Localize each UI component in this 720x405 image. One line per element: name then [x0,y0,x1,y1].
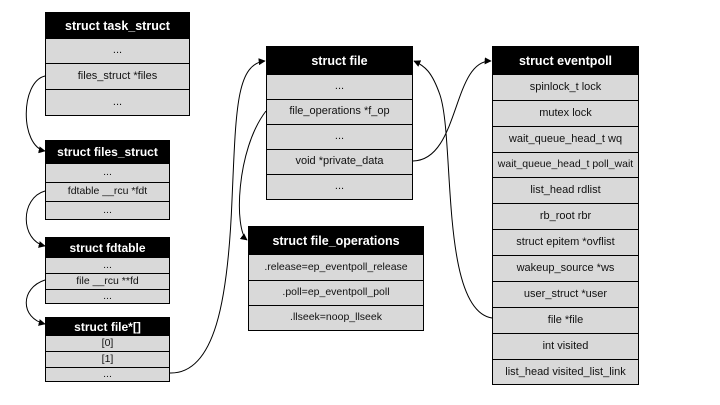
eventpoll-file-row: file *file [493,307,638,333]
file-fop-row: file_operations *f_op [267,99,412,124]
eventpoll-row: wakeup_source *ws [493,255,638,281]
eventpoll-row: wait_queue_head_t poll_wait [493,152,638,177]
file-array-row: ... [46,367,169,381]
eventpoll-row: list_head visited_list_link [493,359,638,385]
file-private-data-row: void *private_data [267,149,412,174]
fdtable-row: ... [46,257,169,273]
task-struct-box: struct task_struct ... files_struct *fil… [45,12,190,116]
file-box: struct file ... file_operations *f_op ..… [266,46,413,200]
eventpoll-title: struct eventpoll [493,47,638,74]
files-struct-row: ... [46,163,169,182]
file-row: ... [267,74,412,99]
files-struct-row: ... [46,201,169,219]
fd-to-file-array-arrow [25,279,46,326]
eventpoll-row: wait_queue_head_t wq [493,126,638,152]
eventpoll-file-to-file-arrow [413,60,493,319]
eventpoll-box: struct eventpoll spinlock_t lock mutex l… [492,46,639,385]
file-array-title: struct file*[] [46,318,169,335]
task-struct-row: ... [46,38,189,63]
file-operations-title: struct file_operations [249,227,423,254]
files-struct-fdt-row: fdtable __rcu *fdt [46,182,169,201]
fdt-to-fdtable-arrow [25,190,46,248]
file-title: struct file [267,47,412,74]
file-row: ... [267,174,412,199]
fdtable-box: struct fdtable ... file __rcu **fd ... [45,237,170,304]
task-struct-title: struct task_struct [46,13,189,38]
eventpoll-row: int visited [493,333,638,359]
eventpoll-row: spinlock_t lock [493,74,638,100]
file-array-box: struct file*[] [0] [1] ... [45,317,170,382]
eventpoll-row: user_struct *user [493,281,638,307]
file-operations-llseek-row: .llseek=noop_llseek [249,305,423,330]
fdtable-title: struct fdtable [46,238,169,257]
file-operations-box: struct file_operations .release=ep_event… [248,226,424,331]
private-data-to-eventpoll-arrow [412,57,492,162]
file-row: ... [267,124,412,149]
task-struct-files-row: files_struct *files [46,63,189,89]
eventpoll-row: rb_root rbr [493,203,638,229]
files-struct-box: struct files_struct ... fdtable __rcu *f… [45,140,170,220]
file-operations-poll-row: .poll=ep_eventpoll_poll [249,280,423,305]
file-array-row: [0] [46,335,169,351]
fdtable-fd-row: file __rcu **fd [46,273,169,289]
files-to-files-struct-arrow [25,75,46,154]
eventpoll-row: list_head rdlist [493,177,638,203]
files-struct-title: struct files_struct [46,141,169,163]
file-operations-release-row: .release=ep_eventpoll_release [249,254,423,280]
eventpoll-row: mutex lock [493,100,638,126]
fop-to-file-operations-arrow [238,110,267,241]
file-array-row: [1] [46,351,169,367]
task-struct-row: ... [46,89,189,115]
fdtable-row: ... [46,289,169,303]
eventpoll-row: struct epitem *ovflist [493,229,638,255]
